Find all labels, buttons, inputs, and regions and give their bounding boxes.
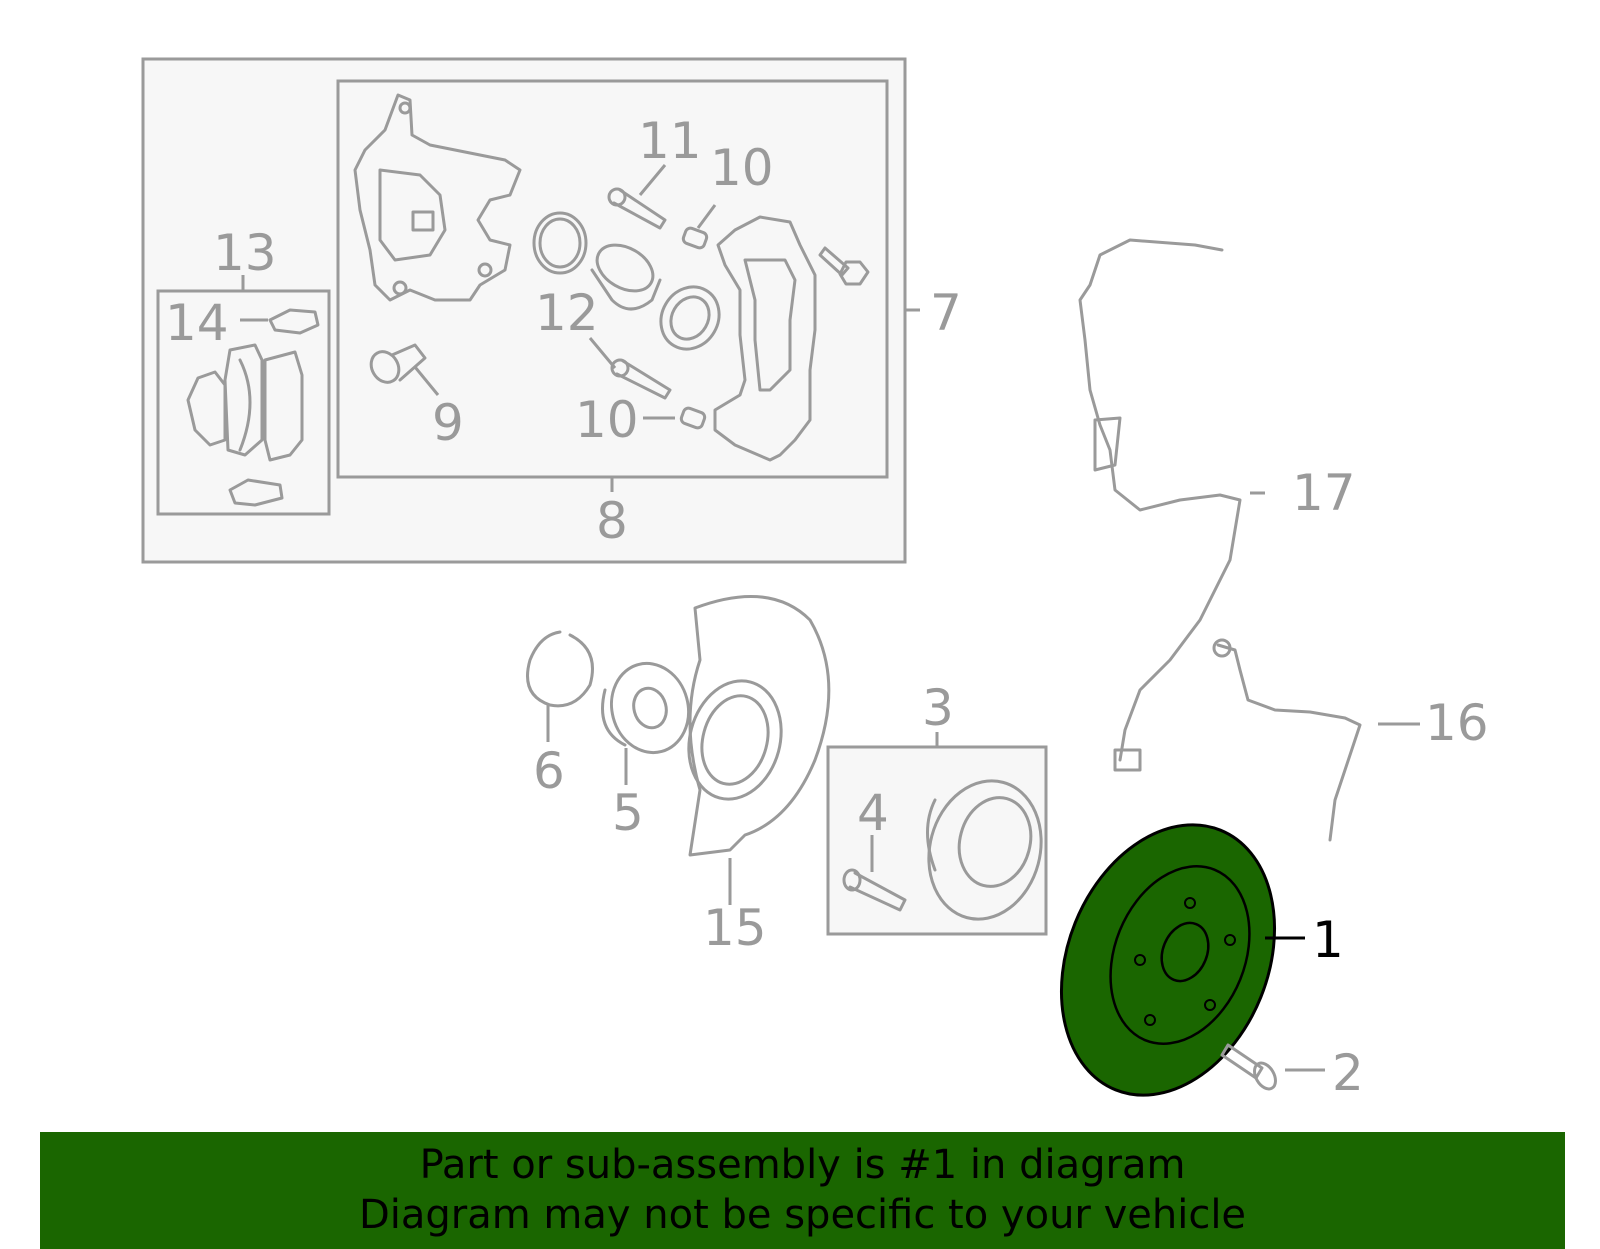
banner-line-2: Diagram may not be specific to your vehi… — [358, 1192, 1247, 1238]
callout-1: 1 — [1312, 911, 1344, 969]
callout-3: 3 — [922, 679, 954, 737]
dust-shield-drawing — [687, 594, 831, 857]
brake-rotor-highlighted — [1059, 823, 1277, 1097]
snap-ring-drawing — [526, 630, 594, 708]
piston-seal-drawing — [532, 211, 588, 275]
callout-10-upper: 10 — [710, 139, 774, 197]
bracket-bolt-drawing — [818, 246, 870, 286]
abs-sensor-wire-drawing — [1078, 238, 1242, 772]
callout-4: 4 — [857, 784, 889, 842]
callout-2: 2 — [1332, 1044, 1364, 1102]
callout-11: 11 — [638, 112, 702, 170]
wheel-bearing-drawing — [601, 661, 691, 755]
callout-17: 17 — [1292, 464, 1356, 522]
callout-9: 9 — [432, 394, 464, 452]
pad-clip-lower-drawing — [228, 478, 284, 507]
guide-pin-upper-drawing — [607, 187, 667, 230]
piston-boot-drawing — [659, 285, 721, 351]
bushing-lower-drawing — [679, 406, 707, 430]
leader-12 — [588, 337, 617, 369]
banner-line-1: Part or sub-assembly is #1 in diagram — [419, 1142, 1186, 1188]
caliper-housing-drawing — [353, 93, 522, 302]
leader-10a — [696, 204, 717, 229]
wheel-stud-drawing — [842, 868, 907, 912]
leader-9 — [413, 366, 440, 396]
callout-8: 8 — [596, 492, 628, 550]
callout-6: 6 — [533, 742, 565, 800]
callout-7: 7 — [930, 284, 962, 342]
info-banner: Part or sub-assembly is #1 in diagram Di… — [40, 1132, 1565, 1249]
wheel-hub-drawing — [926, 779, 1043, 921]
bushing-upper-drawing — [681, 226, 709, 250]
brake-pads-drawing — [186, 343, 304, 462]
pad-clip-upper-drawing — [268, 308, 320, 335]
brake-hose-drawing — [1212, 638, 1362, 842]
callout-10-lower: 10 — [575, 391, 639, 449]
callout-14: 14 — [165, 294, 229, 352]
hub-box — [826, 745, 1048, 936]
caliper-bracket-drawing — [713, 215, 817, 462]
leader-11 — [638, 164, 667, 196]
callout-13: 13 — [213, 224, 277, 282]
callout-12: 12 — [535, 284, 599, 342]
rotor-screw-drawing — [1220, 1043, 1277, 1091]
callout-16: 16 — [1425, 694, 1489, 752]
guide-pin-lower-drawing — [610, 358, 672, 400]
bleeder-drawing — [369, 343, 427, 384]
callout-15: 15 — [703, 899, 767, 957]
callout-5: 5 — [612, 784, 644, 842]
piston-drawing — [590, 243, 662, 311]
